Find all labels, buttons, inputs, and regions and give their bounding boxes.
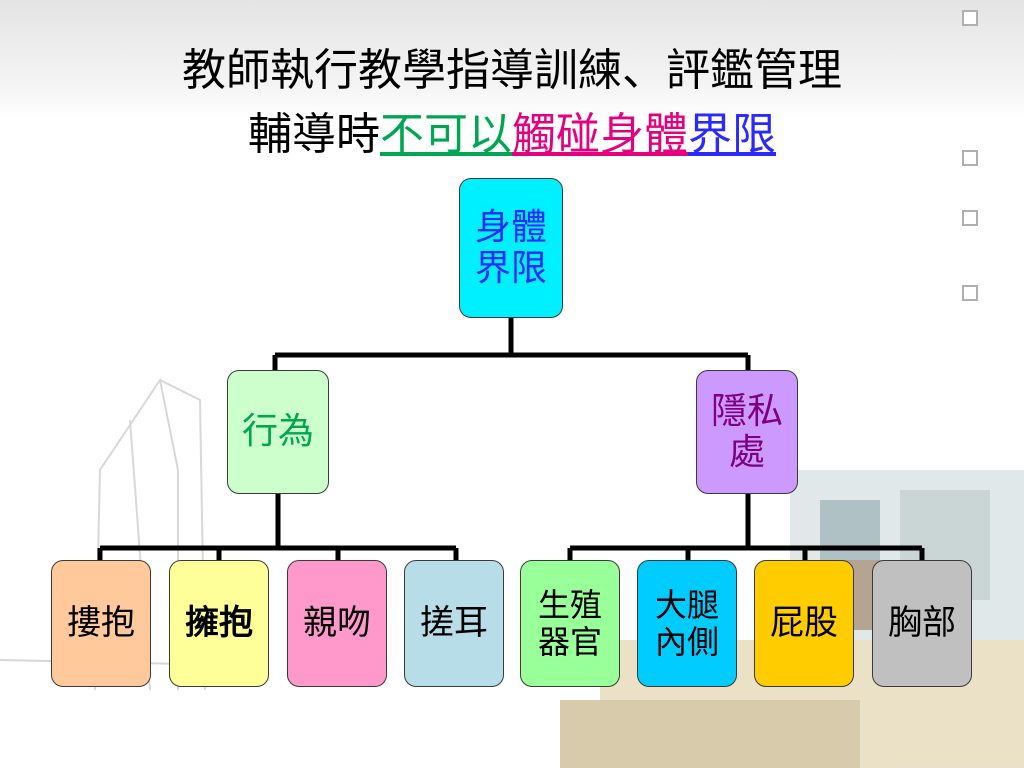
node-leaf-buttocks: 屁股 — [754, 560, 854, 687]
subtitle-part-touch-body: 觸碰身體 — [512, 109, 688, 160]
node-leaf-kiss: 親吻 — [287, 560, 387, 687]
decorative-square — [962, 10, 978, 26]
node-leaf-chest: 胸部 — [872, 560, 972, 687]
node-private-parts: 隱私處 — [696, 370, 798, 494]
node-leaf-genitals: 生殖器官 — [520, 560, 620, 687]
slide-title: 教師執行教學指導訓練、評鑑管理 — [182, 45, 842, 96]
slide-subtitle: 輔導時不可以觸碰身體界限 — [0, 98, 1024, 162]
title-band — [0, 0, 1024, 120]
node-leaf-rub-ear: 搓耳 — [404, 560, 504, 687]
decorative-square — [962, 210, 978, 226]
node-root-body-boundary: 身體界限 — [459, 178, 563, 318]
subtitle-part-not-allowed: 不可以 — [380, 109, 512, 160]
node-leaf-inner-thigh: 大腿內側 — [637, 560, 737, 687]
node-leaf-hug: 擁抱 — [169, 560, 269, 687]
decorative-square — [962, 150, 978, 166]
node-leaf-hug-embrace: 摟抱 — [51, 560, 151, 687]
subtitle-part-boundary: 界限 — [688, 109, 776, 160]
decorative-square — [962, 285, 978, 301]
subtitle-prefix: 輔導時 — [248, 109, 380, 160]
node-behavior: 行為 — [227, 370, 329, 494]
